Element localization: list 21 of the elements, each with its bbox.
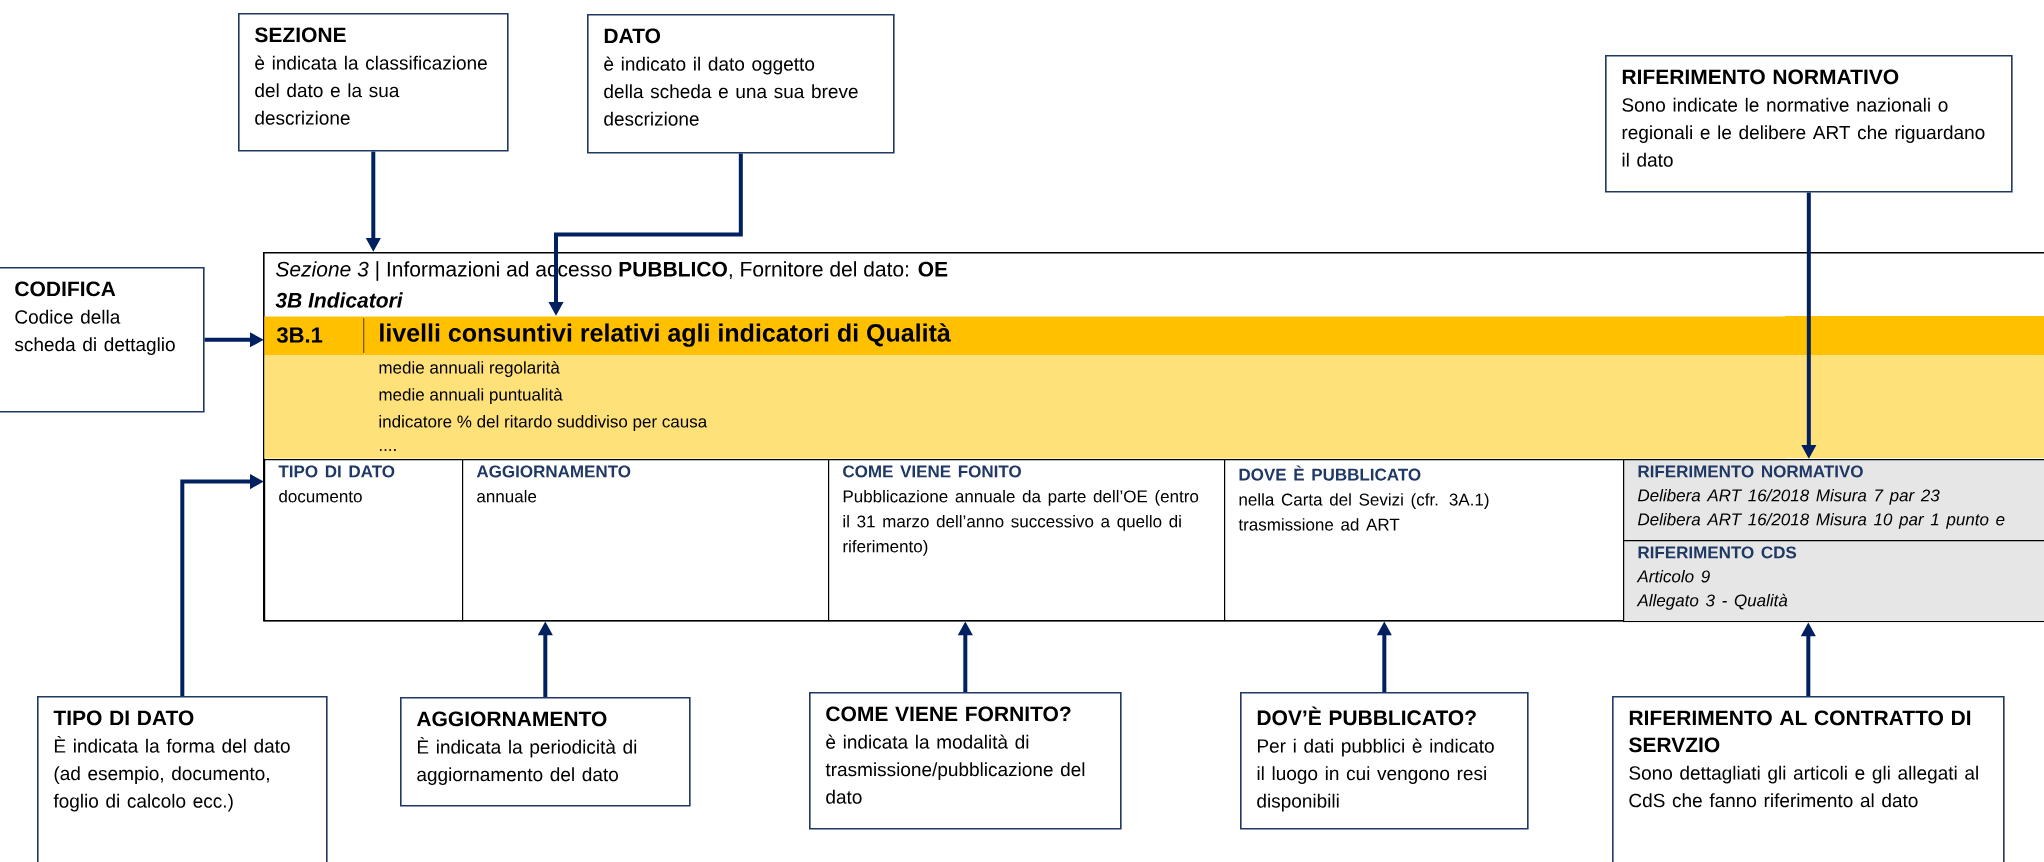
table-cell: COME VIENE FONITO Pubblicazione annuale da parte dell’OE (entro il 31 marzo dell’anno successivo a quello di riferimento) [828,459,1226,622]
callout-box: TIPO DI DATO È indicata la forma del dato (ad esempio, documento, foglio di calcolo ecc.) [37,696,328,862]
table-cell: RIFERIMENTO CDS Articolo 9 Allegato 3 - Qualità [1623,540,2044,623]
table-cell: DOVE È PUBBLICATO nella Carta del Sevizi (cfr. 3A.1) trasmissione ad ART [1224,459,1625,622]
code-cell: 3B.1 [264,316,365,356]
callout-box: CODIFICA Codice della scheda di dettaglio [0,267,205,413]
node-label: medie annuali regolarità [379,360,560,378]
node-label: .... [379,449,396,451]
table-cell: AGGIORNAMENTO annuale [462,459,830,622]
callout-box: RIFERIMENTO AL CONTRATTO DI SERVZIO Sono dettagliati gli articoli e gli allegati al CdS che fanno riferimento al dato [1612,696,2005,862]
callout-box: SEZIONE è indicata la classificazione del dato e la sua descrizione [238,13,509,152]
callout-box: DOV’È PUBBLICATO? Per i dati pubblici è indicato il luogo in cui vengono resi disponibili [1240,692,1529,830]
node-label: indicatore % del ritardo suddiviso per causa [379,415,708,431]
table-cell: TIPO DI DATO documento [264,459,464,622]
callout-box: AGGIORNAMENTO È indicata la periodicità di aggiornamento del dato [400,697,691,807]
callout-box: DATO è indicato il dato oggetto della scheda e una sua breve descrizione [587,14,895,154]
callout-box: RIFERIMENTO NORMATIVO Sono indicate le normative nazionali o regionali e le delibere ART che riguardano il dato [1605,55,2013,193]
node-label: medie annuali puntualità [379,387,563,405]
table-cell: RIFERIMENTO NORMATIVO Delibera ART 16/2018 Misura 7 par 23 Delibera ART 16/2018 Misura 10 par 1 punto e [1623,459,2044,542]
callout-box: COME VIENE FORNITO? è indicata la modalità di trasmissione/pubblicazione del dato [809,692,1122,830]
node-label: livelli consuntivi relativi agli indicatori di Qualità [380,323,951,347]
